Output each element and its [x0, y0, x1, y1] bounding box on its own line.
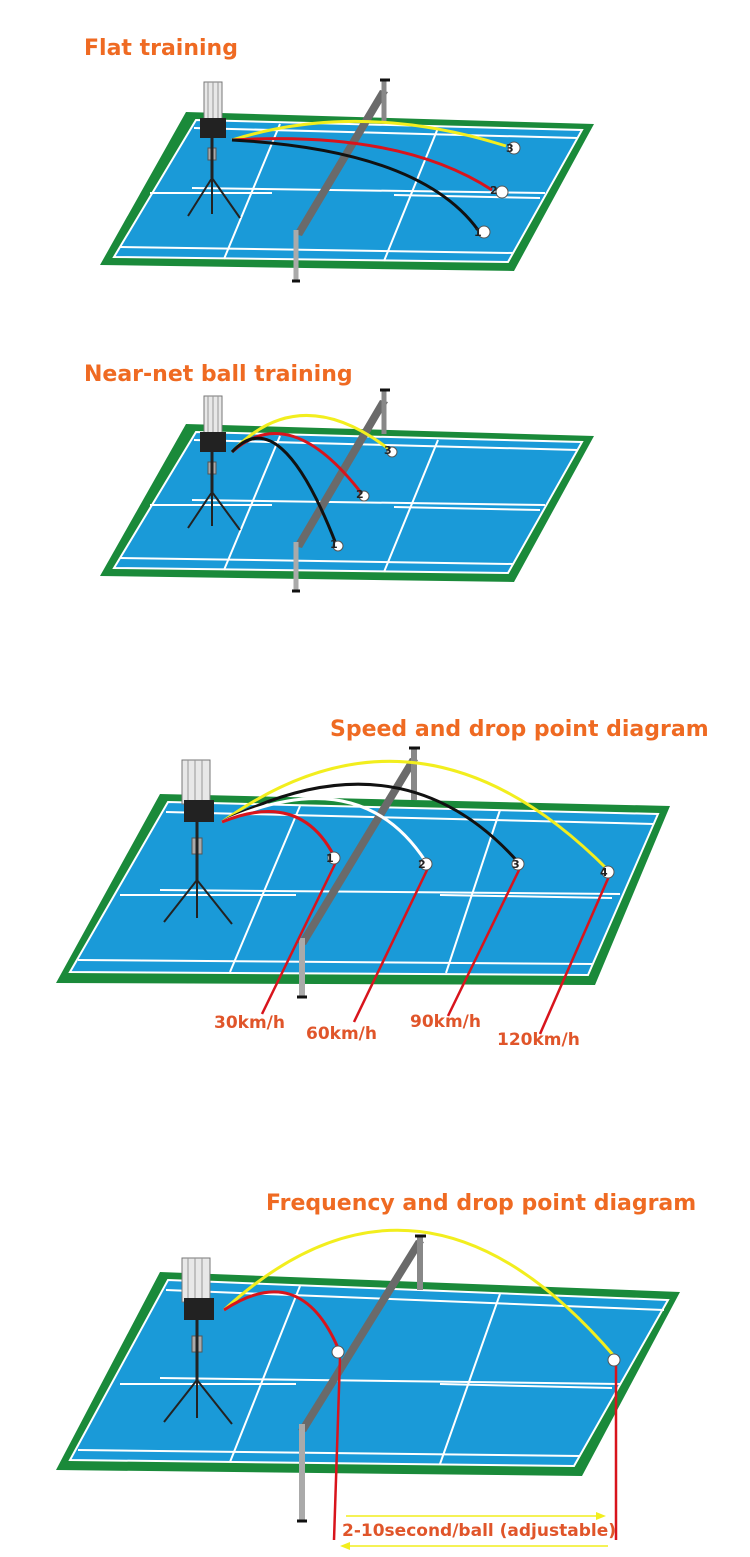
panel-title-flat-training: Flat training — [84, 36, 238, 61]
interval-label: 2-10second/ball (adjustable) — [342, 1521, 616, 1541]
net — [298, 758, 418, 945]
court-lines — [68, 1278, 670, 1468]
shuttle-launcher-machine — [187, 81, 241, 219]
shuttle-near — [331, 1345, 345, 1359]
trajectory-black — [221, 782, 520, 864]
pointer-line-near — [332, 1357, 342, 1541]
ball-label-3: 3 — [384, 444, 392, 457]
ball-label-2: 2 — [418, 858, 426, 871]
ball-label-2: 2 — [356, 488, 364, 501]
court-surface — [70, 802, 658, 975]
shuttle-1: 1 — [330, 538, 344, 552]
trajectory-red — [223, 1290, 340, 1349]
panel-title-near-net-training: Near-net ball training — [84, 362, 353, 387]
shuttle-3: 3 — [511, 857, 525, 871]
shuttle-3: 3 — [384, 444, 398, 458]
net — [294, 90, 388, 236]
shuttle-3: 3 — [506, 141, 521, 155]
shuttle-2: 2 — [356, 488, 370, 502]
net — [298, 1240, 424, 1432]
shuttle-4: 4 — [600, 865, 615, 879]
ball-label-1: 1 — [330, 538, 338, 551]
interval-arrow-left — [340, 1542, 608, 1550]
interval-arrow-right — [346, 1512, 606, 1520]
trajectory-black — [231, 138, 480, 231]
ball-label-3: 3 — [512, 858, 520, 871]
panel-title-speed-drop-point: Speed and drop point diagram — [330, 717, 709, 742]
trajectory-yellow — [230, 414, 391, 454]
speed-label-30: 30km/h — [214, 1013, 285, 1033]
shuttle-1: 1 — [474, 225, 491, 239]
panel-title-frequency-drop-point: Frequency and drop point diagram — [266, 1191, 697, 1216]
trajectory-red — [231, 137, 493, 192]
shuttle-launcher-machine — [187, 395, 241, 531]
shuttle-2: 2 — [418, 857, 433, 871]
trajectory-yellow — [231, 119, 507, 148]
ball-label-1: 1 — [474, 226, 482, 239]
speed-label-60: 60km/h — [306, 1024, 377, 1044]
ball-label-3: 3 — [506, 142, 514, 155]
shuttle-launcher-machine — [163, 1257, 233, 1425]
shuttle-launcher-machine — [163, 759, 233, 925]
trajectory-red — [221, 810, 336, 857]
ball-label-1: 1 — [326, 852, 334, 865]
trajectory-black — [230, 436, 338, 545]
ball-label-4: 4 — [600, 866, 608, 879]
near-net-training-diagram: 1 2 3 — [100, 388, 594, 593]
shuttle-1: 1 — [326, 851, 341, 865]
flat-training-diagram: 1 2 3 — [100, 78, 594, 283]
speed-label-90: 90km/h — [410, 1012, 481, 1032]
speed-drop-point-diagram: 1 2 3 4 — [56, 746, 670, 1035]
trajectory-yellow — [222, 1228, 616, 1357]
ball-label-2: 2 — [490, 184, 498, 197]
shuttle-2: 2 — [490, 184, 509, 199]
speed-pointer-lines — [260, 861, 612, 1035]
court-lines — [112, 430, 584, 575]
speed-label-120: 120km/h — [497, 1030, 580, 1050]
trajectory-yellow — [221, 759, 610, 872]
court-surface — [70, 1280, 668, 1466]
net — [294, 400, 388, 548]
trajectory-white — [221, 797, 428, 863]
shuttle-far — [607, 1353, 621, 1367]
